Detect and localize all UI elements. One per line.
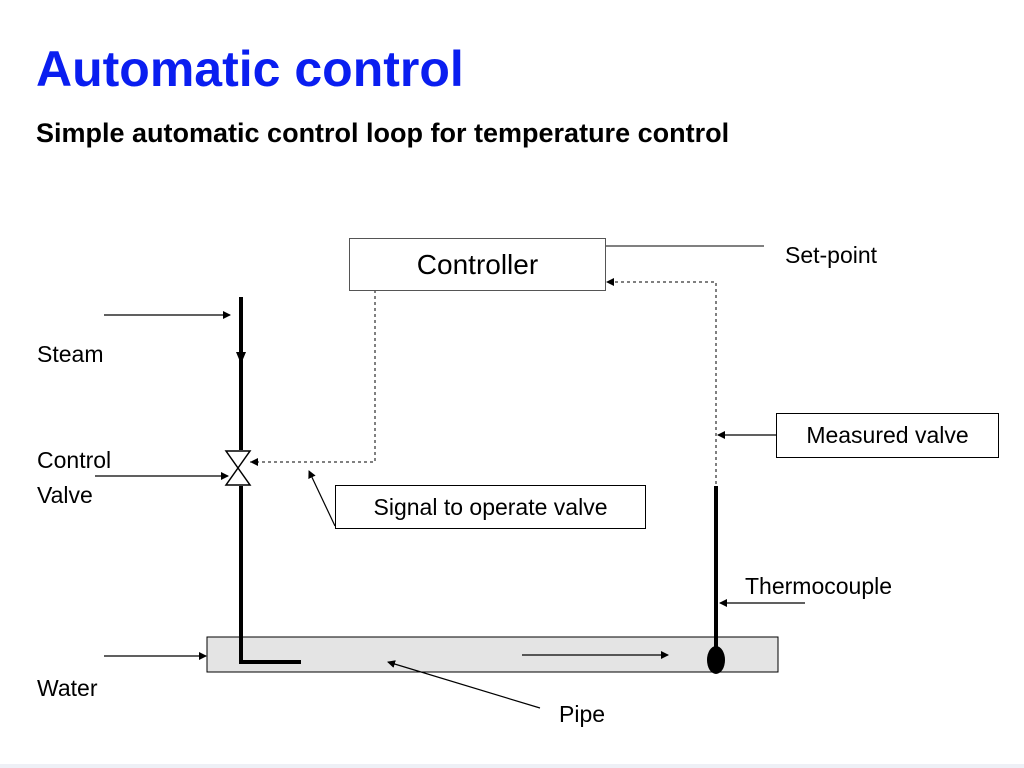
signal-label: Signal to operate valve <box>373 493 608 520</box>
controller-output-signal <box>250 290 376 463</box>
pipe-shape <box>206 636 779 673</box>
controller-output-arrowhead <box>250 458 258 466</box>
steam-label: Steam <box>37 341 104 367</box>
signal-box: Signal to operate valve <box>335 485 646 529</box>
thermocouple-tip <box>707 646 725 674</box>
pipe-leader-arrow <box>387 660 541 709</box>
slide-subtitle: Simple automatic control loop for temper… <box>36 118 730 148</box>
slide-title: Automatic control <box>36 41 464 97</box>
measured-value-label: Measured valve <box>806 422 969 448</box>
controller-label: Controller <box>416 248 539 280</box>
thermocouple-label: Thermocouple <box>745 573 893 599</box>
slide-bottom-strip <box>0 764 1024 768</box>
pipe-label: Pipe <box>559 701 606 727</box>
control-valve-label: Control Valve <box>37 447 112 508</box>
measured-value-box: Measured valve <box>776 413 999 458</box>
setpoint-label: Set-point <box>785 242 878 268</box>
steam-flow-arrowhead <box>236 352 246 364</box>
controller-box: Controller <box>349 238 606 291</box>
measured-value-arrowhead <box>606 278 614 286</box>
control-valve-symbol <box>224 450 252 486</box>
water-label: Water <box>37 675 98 701</box>
measured-value-signal <box>606 281 717 484</box>
signal-leader-arrow <box>308 470 336 527</box>
